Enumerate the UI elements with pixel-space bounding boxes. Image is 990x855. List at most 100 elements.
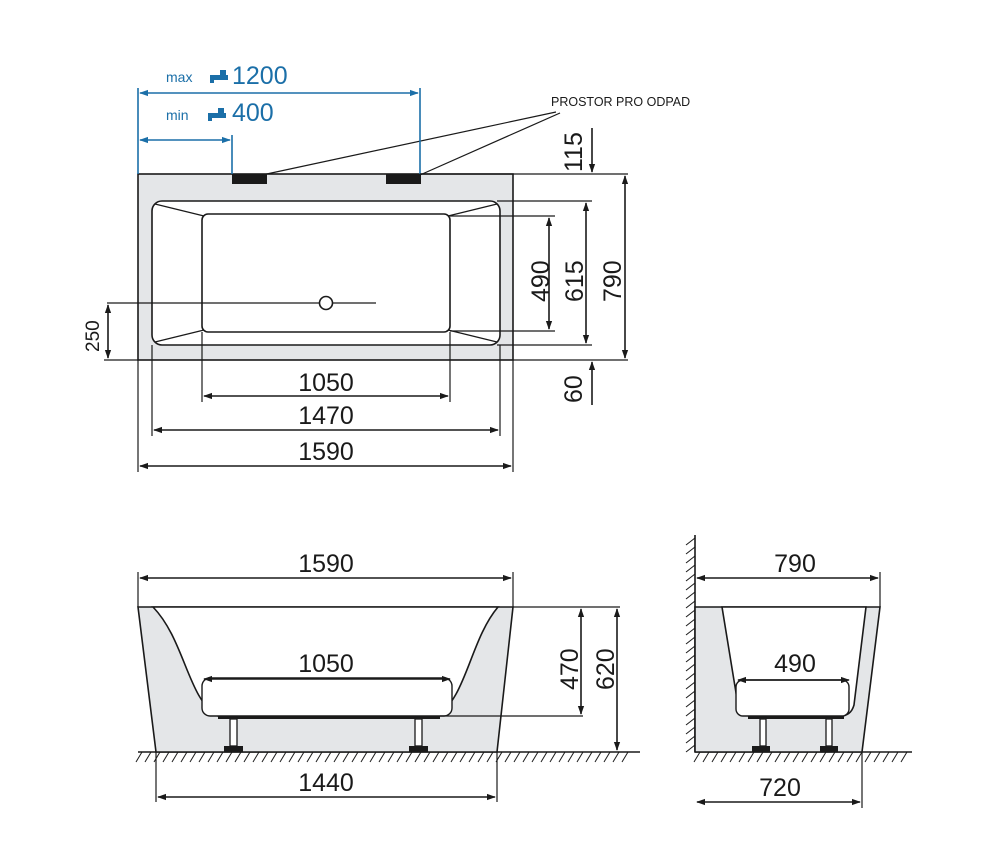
hatch-stroke [558,751,566,763]
hatch-stroke [324,751,332,763]
hatch-stroke [360,751,368,763]
hatch-stroke [585,751,593,763]
hatch-stroke [685,537,696,546]
hatch-stroke [720,751,728,763]
tap-icon [210,70,228,83]
side-view: 790 490 720 [685,535,912,808]
dim-790-side: 790 [774,550,816,578]
hatch-stroke [685,726,696,735]
hatch-stroke [685,609,696,618]
hatch-stroke [234,751,242,763]
hatch-stroke [477,751,485,763]
hatch-stroke [685,564,696,573]
hatch-stroke [468,751,476,763]
hatch-stroke [685,699,696,708]
dim-790: 790 [599,260,627,302]
hatch-stroke [819,751,827,763]
hatch-stroke [189,751,197,763]
top-view-bowl-floor [201,213,451,333]
max-label: max [166,69,192,85]
hatch-stroke [414,751,422,763]
side-view-bowl-floor [735,679,850,717]
drain-leader-left [261,111,557,176]
dim-115: 115 [560,132,588,172]
dim-720: 720 [759,774,801,802]
hatch-stroke [685,690,696,699]
hatch-stroke [738,751,746,763]
side-view-legs [752,718,838,752]
drain-leader-right [419,112,561,176]
hatch-stroke [459,751,467,763]
hatch-stroke [864,751,872,763]
dim-1590-top: 1590 [298,438,354,466]
drain-space-right [386,174,421,184]
hatch-stroke [685,681,696,690]
hatch-stroke [882,751,890,763]
hatch-stroke [522,751,530,763]
hatch-stroke [765,751,773,763]
hatch-stroke [279,751,287,763]
dim-1050-top: 1050 [298,369,354,397]
floor-hatch-front [135,751,629,763]
hatch-stroke [685,744,696,753]
wall-hatch [685,537,696,753]
hatch-stroke [261,751,269,763]
hatch-stroke [252,751,260,763]
dim-60: 60 [560,375,588,403]
hatch-stroke [792,751,800,763]
hatch-stroke [685,672,696,681]
hatch-stroke [685,645,696,654]
hatch-stroke [846,751,854,763]
hatch-stroke [567,751,575,763]
hatch-stroke [774,751,782,763]
drain-icon [318,295,334,311]
hatch-stroke [342,751,350,763]
top-view-bottom-extensions [137,332,514,472]
hatch-stroke [685,582,696,591]
hatch-stroke [621,751,629,763]
hatch-stroke [450,751,458,763]
hatch-stroke [900,751,908,763]
side-view-base [748,716,844,719]
hatch-stroke [162,751,170,763]
hatch-stroke [685,591,696,600]
hatch-stroke [297,751,305,763]
drain-space-left [232,174,267,184]
hatch-stroke [387,751,395,763]
dim-1590-front: 1590 [298,550,354,578]
hatch-stroke [685,654,696,663]
hatch-stroke [306,751,314,763]
hatch-stroke [225,751,233,763]
dim-250: 250 [83,320,104,352]
hatch-stroke [685,663,696,672]
top-view: PROSTOR PRO ODPAD max 1200 min 400 [83,62,690,472]
hatch-stroke [855,751,863,763]
hatch-stroke [685,627,696,636]
top-view-right-extensions [420,173,628,361]
hatch-stroke [198,751,206,763]
hatch-stroke [594,751,602,763]
hatch-stroke [171,751,179,763]
hatch-stroke [531,751,539,763]
hatch-stroke [685,573,696,582]
hatch-stroke [351,751,359,763]
hatch-stroke [549,751,557,763]
hatch-stroke [135,751,143,763]
hatch-stroke [685,708,696,717]
hatch-stroke [333,751,341,763]
hatch-stroke [828,751,836,763]
hatch-stroke [685,636,696,645]
floor-hatch-side [693,751,908,763]
dim-1470: 1470 [298,402,354,430]
hatch-stroke [711,751,719,763]
hatch-stroke [243,751,251,763]
hatch-stroke [685,735,696,744]
hatch-stroke [729,751,737,763]
min-label: min [166,107,189,123]
max-value: 1200 [232,62,288,90]
hatch-stroke [405,751,413,763]
front-view: 1590 1050 470 620 1440 [135,550,640,802]
hatch-stroke [486,751,494,763]
